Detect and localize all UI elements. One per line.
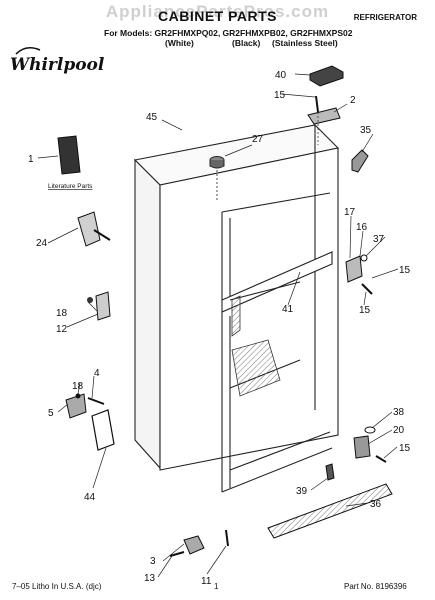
callout-20: 20 (393, 425, 405, 436)
part-38-washer (364, 426, 376, 434)
footer-litho: 7–05 Litho In U.S.A. (djc) (12, 582, 102, 591)
callout-4: 4 (94, 368, 100, 379)
callout-1: 1 (28, 154, 34, 165)
callout-37: 37 (373, 234, 385, 245)
callout-41: 41 (282, 304, 294, 315)
part-36-grille (267, 483, 393, 539)
leader-lines (37, 73, 399, 578)
footer-part-number: Part No. 8196396 (344, 582, 407, 591)
part-15-screw-upper (361, 283, 373, 295)
callout-39: 39 (296, 486, 308, 497)
callout-13: 13 (144, 573, 156, 584)
callout-15-top: 15 (274, 90, 286, 101)
callout-12: 12 (56, 324, 68, 335)
callout-16: 16 (356, 222, 368, 233)
variant-white: (White) (165, 38, 194, 48)
callout-18-lower: 18 (72, 381, 84, 392)
callout-2: 2 (350, 95, 356, 106)
part-18-screw-upper (87, 297, 93, 303)
callout-15-r3: 15 (399, 443, 411, 454)
cabinet-body (133, 124, 340, 493)
callout-18-upper: 18 (56, 308, 68, 319)
watermark: AppliancePartsPros.com (105, 2, 330, 21)
footer-page-number: 1 (214, 582, 219, 591)
page-title: CABINET PARTS (157, 8, 278, 24)
part-40-cover (309, 65, 344, 87)
variant-stainless: (Stainless Steel) (272, 38, 338, 48)
inner-liner-step (231, 339, 281, 397)
callout-35: 35 (360, 125, 372, 136)
callout-24: 24 (36, 238, 48, 249)
variant-black: (Black) (232, 38, 261, 48)
part-12-bracket (95, 291, 111, 321)
callout-45: 45 (146, 112, 158, 123)
logo-swirl-icon (15, 46, 41, 55)
callout-36: 36 (370, 499, 382, 510)
callout-15-r1: 15 (399, 265, 411, 276)
part-3-roller-bracket (183, 535, 205, 555)
part-24-hinge (77, 211, 101, 247)
part-5-hinge-bracket (65, 393, 87, 419)
callout-40: 40 (275, 70, 287, 81)
callout-15-r2: 15 (359, 305, 371, 316)
part-15-screw-lower (375, 455, 387, 463)
part-4-pin (87, 397, 105, 405)
part-15-screw-top (315, 95, 319, 113)
callout-17: 17 (344, 207, 356, 218)
callout-38: 38 (393, 407, 405, 418)
part-1-literature-icon (57, 135, 81, 175)
whirlpool-logo: Whirlpool (10, 55, 105, 75)
part-17-hinge (345, 255, 363, 283)
part-13-screw (169, 551, 185, 557)
models-line: For Models: GR2FHMXPQ02, GR2FHMXPB02, GR… (104, 28, 353, 38)
callout-44: 44 (84, 492, 96, 503)
callouts: 40 15 2 45 27 35 1 Literature Parts 24 1… (28, 70, 411, 587)
part-27-cap (209, 156, 225, 200)
part-39-clip (325, 463, 335, 481)
category-label: REFRIGERATOR (353, 13, 417, 22)
callout-3: 3 (150, 556, 156, 567)
literature-parts-label: Literature Parts (48, 183, 93, 190)
callout-5: 5 (48, 408, 54, 419)
part-18-screw-lower (75, 393, 81, 399)
callout-11: 11 (201, 576, 212, 587)
part-37-washer (360, 254, 368, 262)
part-2-bracket (307, 107, 341, 125)
part-35-bracket (351, 149, 369, 173)
part-20-hinge (353, 435, 371, 459)
inner-liner-edge (231, 295, 241, 337)
part-44-bracket (91, 409, 115, 451)
part-11-screw (225, 529, 229, 547)
callout-27: 27 (252, 134, 264, 145)
